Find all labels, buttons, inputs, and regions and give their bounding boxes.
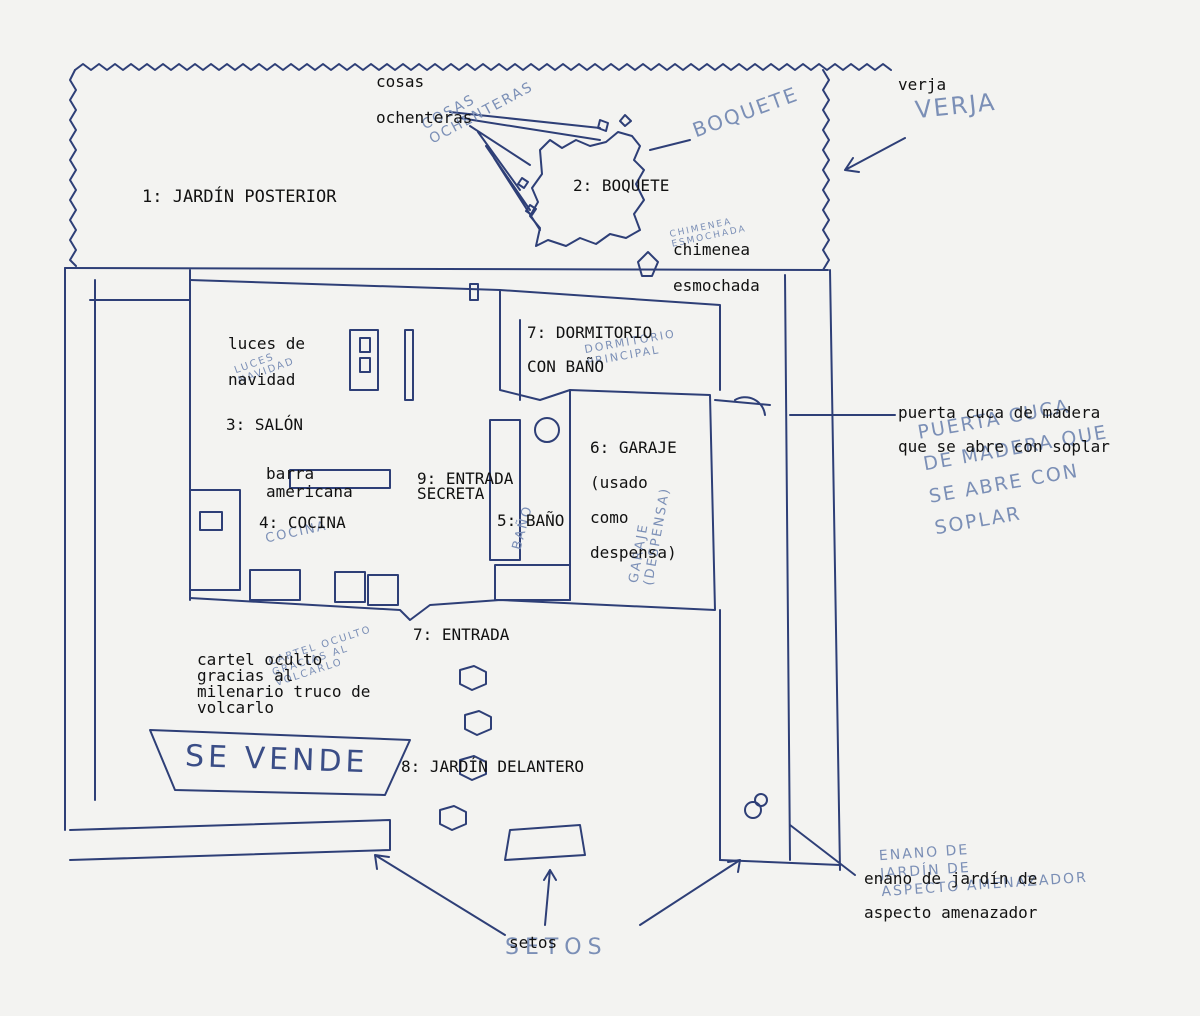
label-garaje: 6: GARAJE (usado como despensa) [590, 438, 677, 562]
fence-right [822, 69, 830, 271]
label-jardin-delantero: 8: JARDÍN DELANTERO [401, 757, 585, 776]
label-salon: 3: SALÓN [226, 415, 304, 434]
hand-sign: SE VENDE [184, 738, 370, 781]
fence-left [69, 69, 77, 267]
house-outline [189, 279, 716, 621]
label-cartel: cartel oculto gracias al milenario truco… [197, 650, 371, 717]
label-verja: verja [898, 75, 947, 94]
label-chimenea: chimenea esmochada [673, 240, 760, 295]
hidden-sign [149, 729, 411, 796]
back-fence [74, 63, 892, 71]
label-luces: luces de navidad [228, 334, 306, 389]
label-cocina: 4: COCINA [259, 513, 346, 532]
label-puerta: puerta cuca de madera que se abre con so… [898, 403, 1110, 456]
chimney [637, 251, 659, 277]
label-enano: enano de jardín de aspecto amenazador [864, 869, 1038, 922]
label-bano: 5: BAÑO [497, 511, 565, 530]
label-setos: setos [509, 933, 558, 952]
label-entrada: 7: ENTRADA [413, 625, 510, 644]
label-boquete: 2: BOQUETE [573, 176, 670, 195]
label-barra: barra americana [266, 464, 353, 501]
label-jardin-posterior: 1: JARDÍN POSTERIOR [142, 187, 337, 207]
garden-gnome [744, 793, 768, 819]
hand-setos: SETOS [505, 935, 608, 960]
label-cosas-ochenteras: cosas ochenteras [376, 72, 473, 127]
label-dormitorio: 7: DORMITORIO CON BAÑO [527, 323, 653, 376]
label-entrada-secreta: 9: ENTRADA SECRETA [417, 469, 514, 503]
